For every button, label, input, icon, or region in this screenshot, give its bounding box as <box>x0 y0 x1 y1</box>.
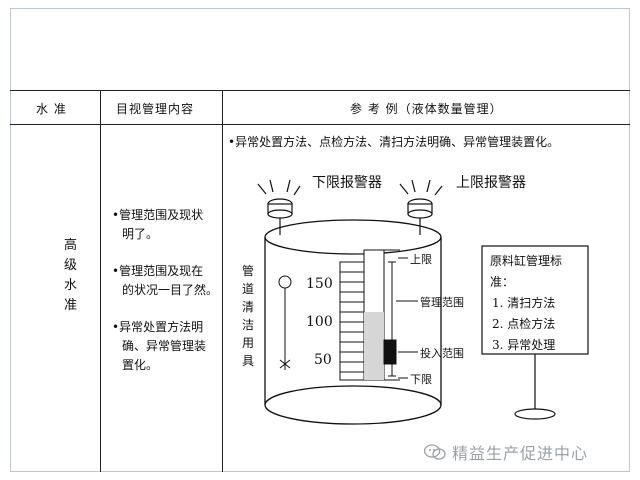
scale-100: 100 <box>306 314 333 330</box>
wechat-icon <box>424 444 446 460</box>
sign-board <box>481 245 589 420</box>
list-item: 确、异常管理装 <box>122 339 207 353</box>
list-item: •管理范围及现状 <box>112 208 204 222</box>
watermark-text: 精益生产促进中心 <box>452 444 589 463</box>
char: 管 <box>242 264 255 278</box>
upper-alarm-icon <box>399 179 443 235</box>
list-item: •管理范围及现在 <box>112 264 204 278</box>
level-char: 水 <box>64 278 78 293</box>
level-char: 级 <box>64 258 78 273</box>
sign-content: 原料缸管理标 准： 1. 清扫方法 2. 点检方法 3. 异常处理 <box>490 251 562 356</box>
scale-50: 50 <box>314 352 332 368</box>
list-item: 明了。 <box>122 227 159 241</box>
gauge-scale <box>339 261 365 381</box>
sign-title: 原料缸管理标 <box>490 254 563 268</box>
upper-limit-label: 上限 <box>410 253 432 266</box>
char: 道 <box>242 282 255 296</box>
sign-item: 3. 异常处理 <box>492 338 556 352</box>
slide-frame <box>10 8 630 472</box>
input-range-label: 投入范围 <box>420 347 464 360</box>
example-summary: •异常处置方法、点检方法、清扫方法明确、异常管理装置化。 <box>228 135 560 149</box>
cleaning-tool-icon <box>278 275 292 370</box>
content-list: •管理范围及现状 明了。 •管理范围及现在 的状况一目了然。 •异常处置方法明 … <box>106 206 218 375</box>
scale-150: 150 <box>306 276 333 292</box>
list-item: 置化。 <box>122 358 159 372</box>
level-char: 高 <box>64 238 78 253</box>
sign-title-cont: 准： <box>490 275 515 289</box>
list-item: •异常处置方法明 <box>112 320 204 334</box>
sign-item: 2. 点检方法 <box>492 317 556 331</box>
level-tube <box>363 249 400 381</box>
lower-alarm-label: 下限报警器 <box>312 175 382 191</box>
header-content: 目视管理内容 <box>116 102 195 116</box>
sign-item: 1. 清扫方法 <box>492 296 556 310</box>
header-level: 水 准 <box>36 102 67 116</box>
char: 具 <box>242 354 255 368</box>
char: 清 <box>242 300 255 314</box>
upper-alarm-label: 上限报警器 <box>456 175 526 191</box>
char: 洁 <box>242 318 255 332</box>
lower-alarm-icon <box>257 179 301 235</box>
tank-icon <box>264 219 442 425</box>
table-top-border <box>10 90 630 91</box>
cleaning-tool-label: 管 道 清 洁 用 具 <box>242 262 258 370</box>
list-item: 的状况一目了然。 <box>122 283 219 297</box>
column-divider-1 <box>100 90 101 472</box>
level-char: 准 <box>64 298 78 313</box>
control-range-label: 管理范围 <box>420 296 464 309</box>
char: 用 <box>242 336 255 350</box>
level-value: 高 级 水 准 <box>64 236 84 316</box>
lower-limit-label: 下限 <box>410 373 432 386</box>
column-divider-2 <box>222 90 223 472</box>
header-divider <box>10 124 630 125</box>
watermark: 精益生产促进中心 <box>424 440 588 464</box>
header-example: 参 考 例（液体数量管理） <box>350 102 503 116</box>
label-pointers <box>396 257 418 379</box>
